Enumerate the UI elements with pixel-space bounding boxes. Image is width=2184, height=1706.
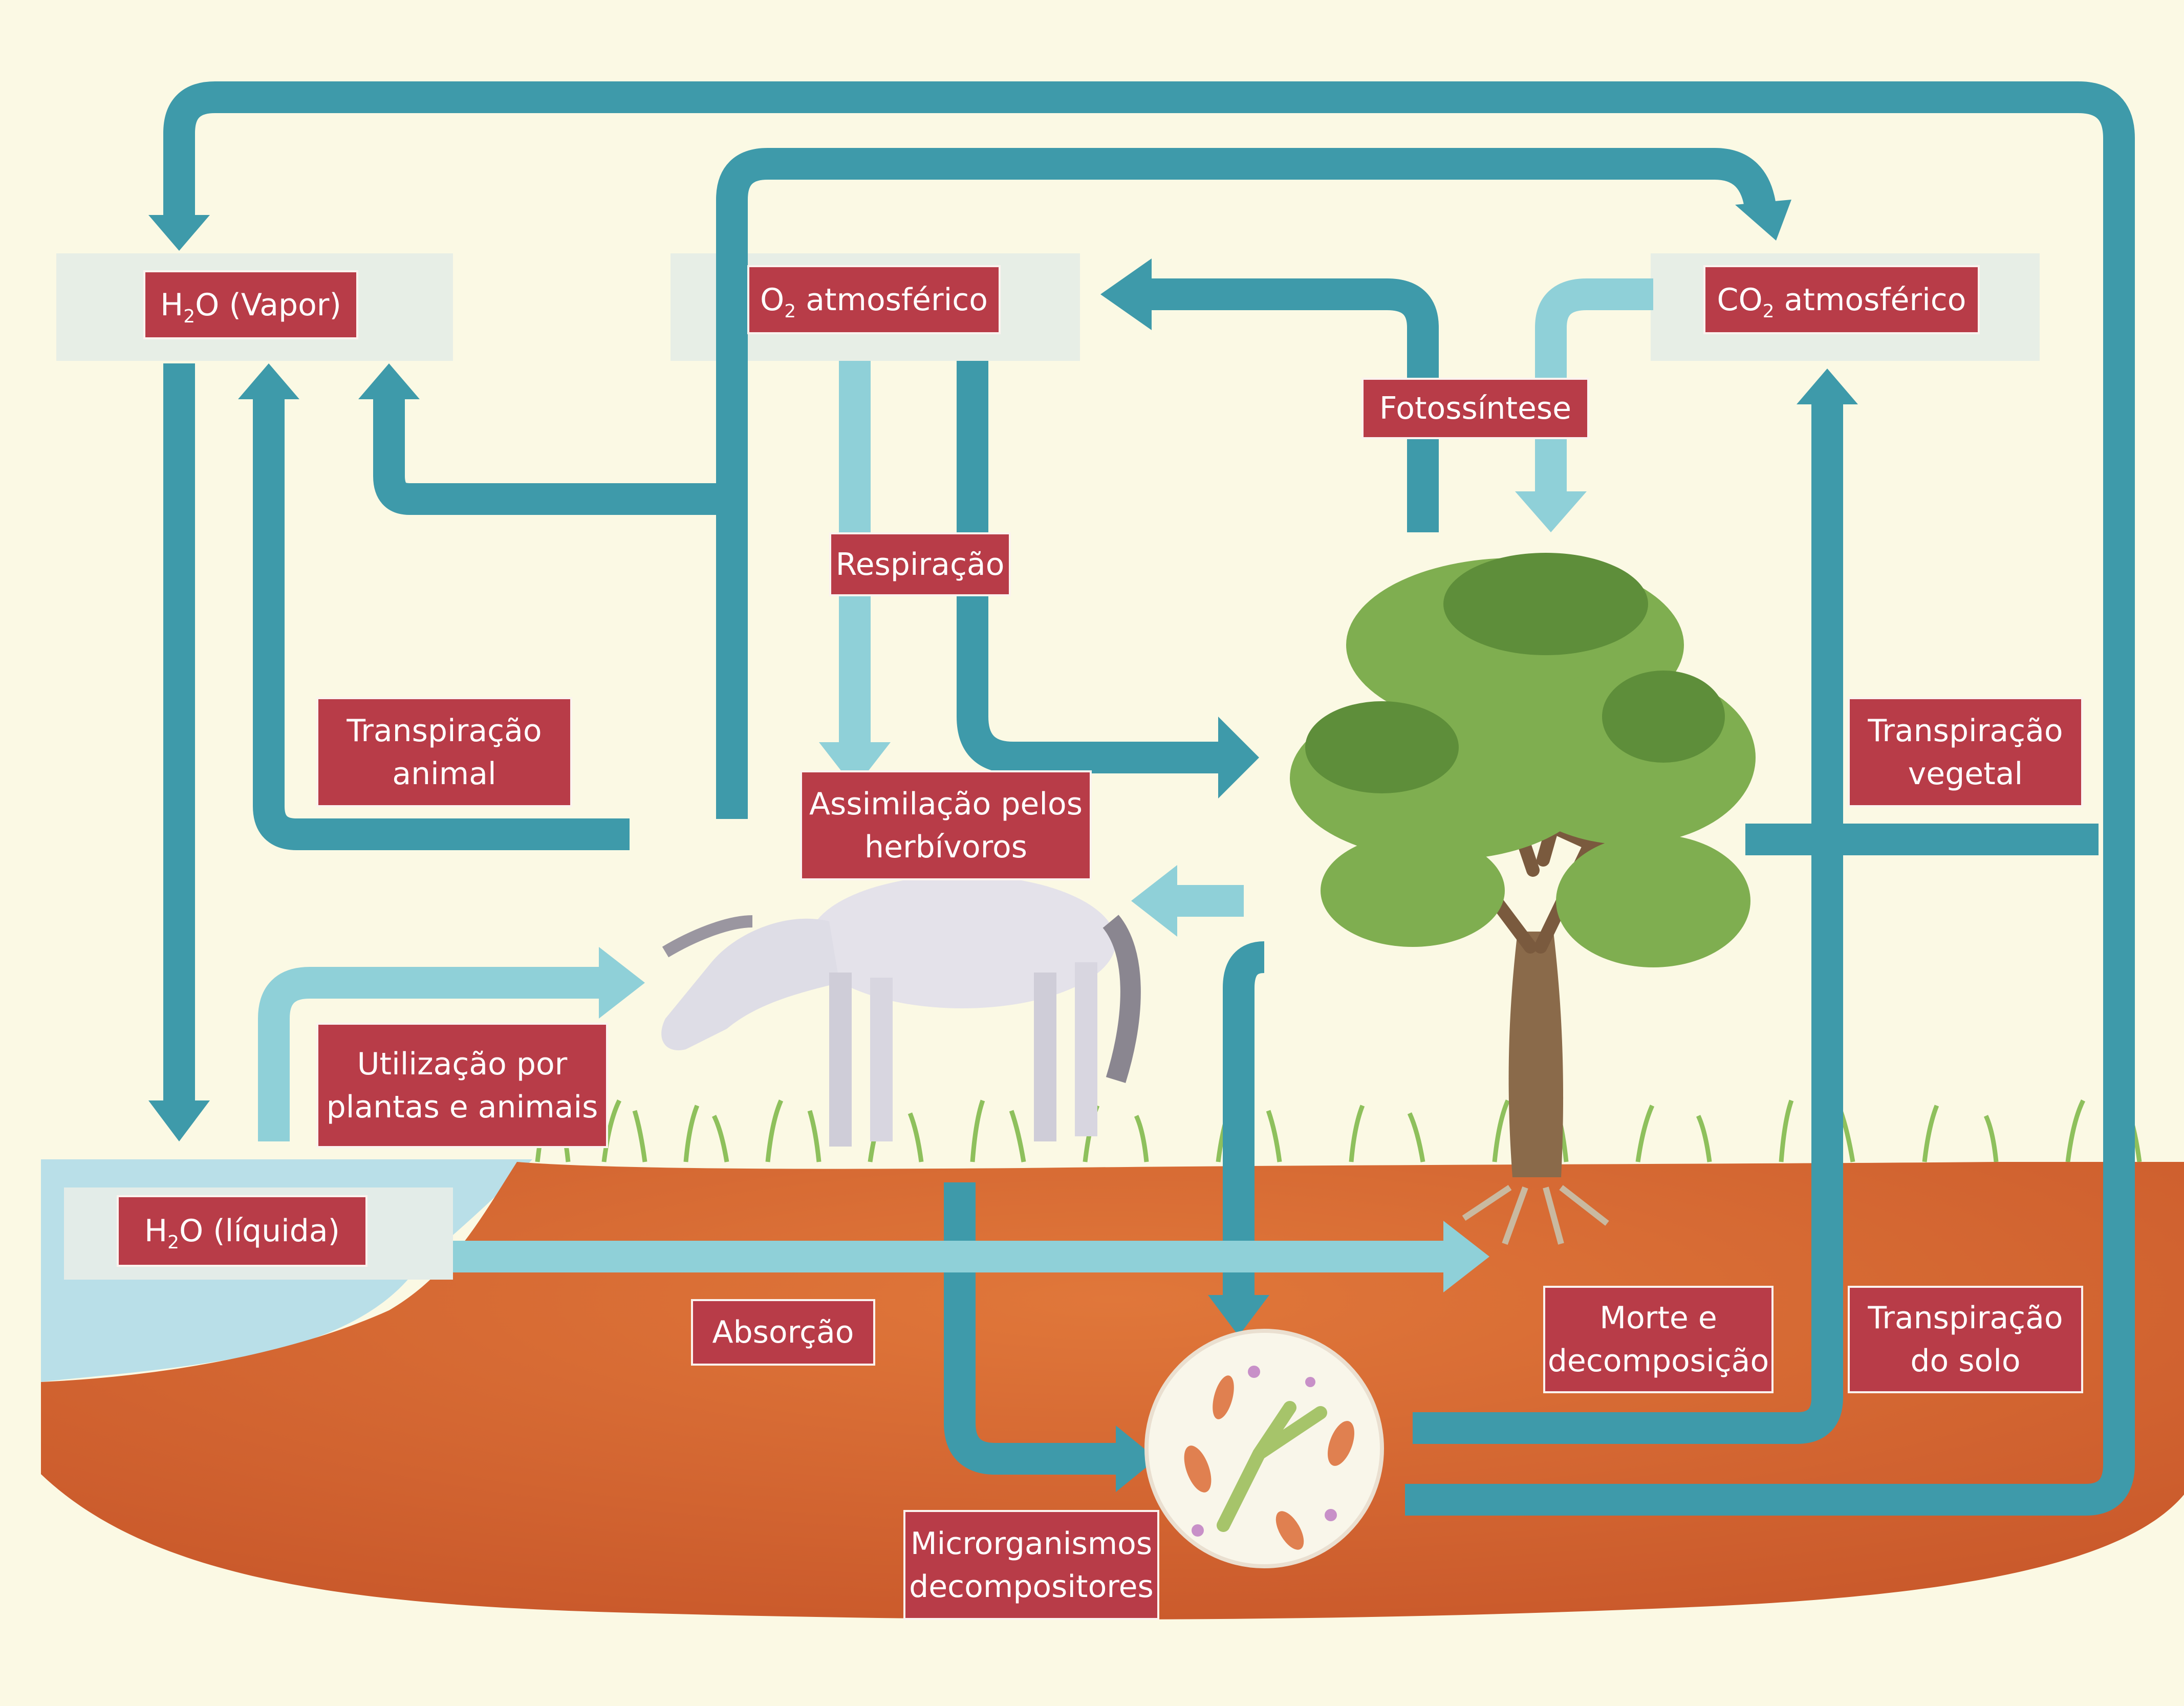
label-assimilacao-herbivoros: Assimilação pelos herbívoros: [800, 770, 1092, 880]
light-arrows: [258, 278, 1653, 1272]
grass: [535, 1099, 2142, 1162]
label-transpiracao-solo: Transpiração do solo: [1848, 1286, 2083, 1393]
label-absorcao: Absorção: [691, 1299, 875, 1366]
horse: [661, 875, 1141, 1147]
label-fotossintese: Fotossíntese: [1361, 378, 1589, 439]
dark-arrowheads: [148, 200, 1858, 1492]
node-co2-atmospheric: CO2 atmosférico: [1703, 265, 1980, 334]
dark-arrows: [163, 81, 2135, 1516]
microorganisms-circle: [1144, 1329, 1384, 1568]
node-h2o-vapor: H2O (Vapor): [143, 270, 358, 339]
node-o2-atmospheric: O2 atmosférico: [747, 265, 1001, 334]
label-transpiracao-animal: Transpiração animal: [316, 697, 572, 807]
tree: [1290, 553, 1756, 1245]
label-respiracao: Respiração: [829, 532, 1011, 596]
label-morte-decomposicao: Morte e decomposição: [1543, 1286, 1774, 1393]
label-microrganismos: Microrganismos decompositores: [903, 1510, 1159, 1620]
light-arrowheads: [599, 491, 1587, 1292]
node-h2o-liquid: H2O (líquida): [117, 1195, 367, 1267]
label-transpiracao-vegetal: Transpiração vegetal: [1848, 697, 2083, 807]
label-utilizacao: Utilização por plantas e animais: [316, 1023, 608, 1148]
